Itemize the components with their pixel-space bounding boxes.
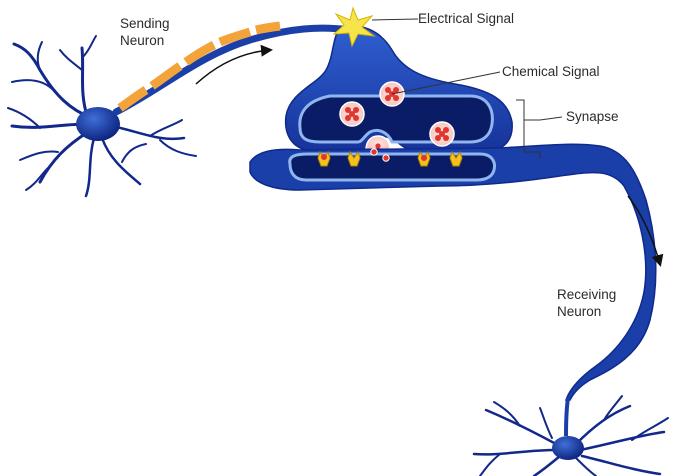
fusing-vesicle bbox=[365, 135, 391, 151]
sending-neuron-soma bbox=[76, 107, 120, 141]
chemical-signal-label: Chemical Signal bbox=[502, 64, 600, 79]
receptor bbox=[317, 150, 331, 167]
receptor bbox=[347, 150, 361, 167]
receptors bbox=[317, 150, 463, 167]
chemical-signal-leader bbox=[391, 71, 501, 95]
sending-neuron-label-line2: Neuron bbox=[120, 33, 165, 48]
electrical-signal-leader bbox=[371, 18, 419, 21]
electrical-signal-label: Electrical Signal bbox=[418, 11, 515, 26]
myelin-sheath bbox=[117, 21, 281, 112]
vesicle bbox=[339, 101, 365, 127]
released-neurotransmitters bbox=[370, 148, 390, 162]
synapse-leader bbox=[539, 116, 563, 121]
sending-neuron-dendrites bbox=[7, 35, 197, 198]
receiving-axon-hillock bbox=[564, 397, 570, 437]
receiving-neuron-soma bbox=[552, 436, 584, 460]
receiving-neuron-dendrites bbox=[472, 395, 669, 476]
receiving-neuron-label: Receiving Neuron bbox=[557, 286, 616, 320]
signal-direction-arrow-top bbox=[195, 44, 273, 85]
sending-axon bbox=[112, 24, 354, 116]
receiving-neuron-label-line2: Neuron bbox=[557, 304, 602, 319]
receptor bbox=[449, 150, 463, 167]
synapse-label: Synapse bbox=[566, 109, 619, 124]
receiving-neuron-label-line1: Receiving bbox=[557, 287, 617, 302]
electrical-spark-icon bbox=[332, 6, 376, 48]
receptor bbox=[417, 150, 431, 167]
sending-neuron-label: Sending Neuron bbox=[120, 15, 170, 49]
synapse-bracket bbox=[516, 99, 541, 158]
vesicle bbox=[429, 121, 455, 147]
postsynaptic-dendrite bbox=[249, 143, 657, 401]
postsynaptic-compartment bbox=[288, 152, 496, 182]
signal-direction-arrow-right bbox=[627, 195, 664, 267]
sending-neuron-label-line1: Sending bbox=[120, 16, 170, 31]
